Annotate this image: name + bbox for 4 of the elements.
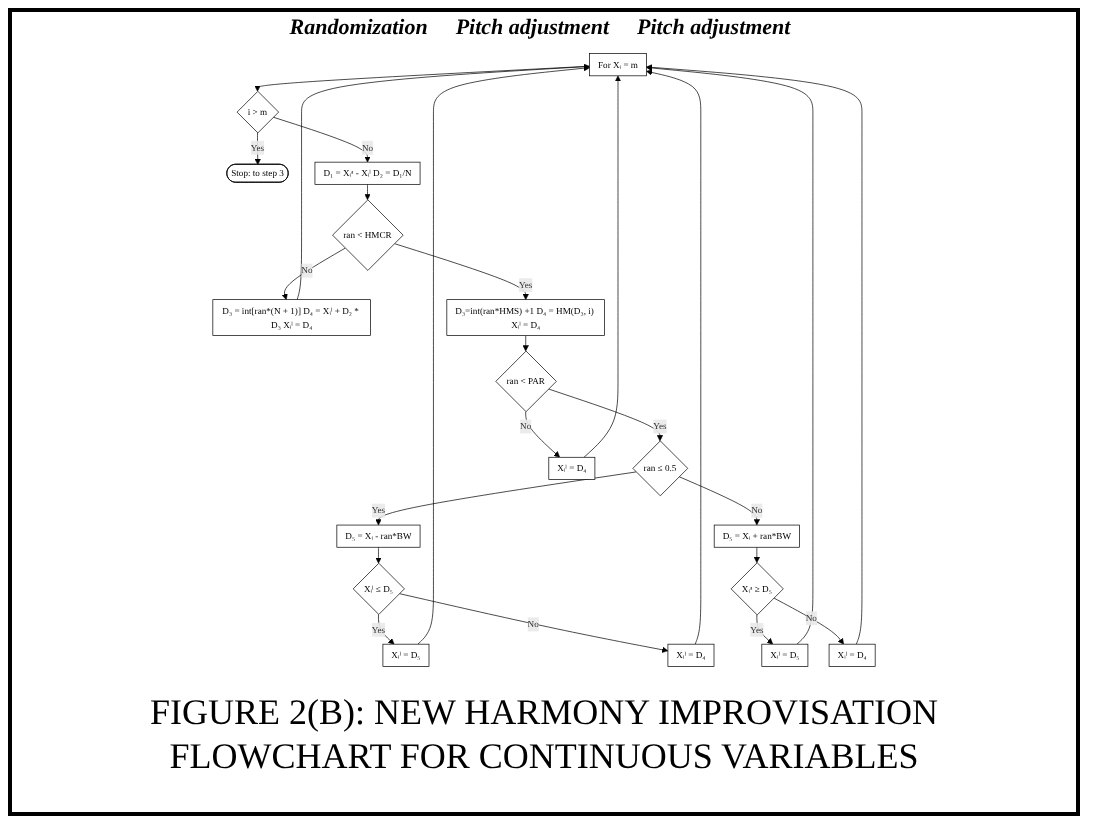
section-note: Randomization [289,16,428,40]
figure-caption: FIGURE 2(B): NEW HARMONY IMPROVISATION FLOWCHART FOR CONTINUOUS VARIABLES [147,690,940,778]
section-note: Pitch adjustment [637,16,791,40]
section-note: Pitch adjustment [455,16,610,40]
